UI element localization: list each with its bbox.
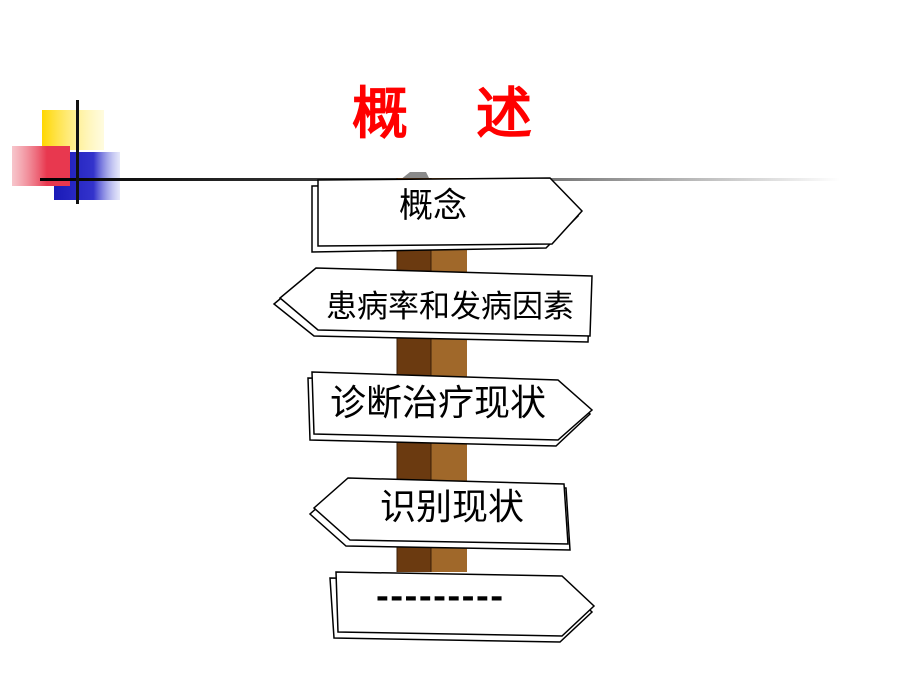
slide-title: 概 述 <box>352 82 538 147</box>
sign-label-concept: 概念 <box>399 186 467 226</box>
sign-right-2 <box>307 371 594 447</box>
sign-label-diagnosis: 诊断治疗现状 <box>329 383 546 424</box>
sign-right-0 <box>311 177 584 253</box>
sign-label-recognition: 识别现状 <box>379 487 524 528</box>
sign-right-4 <box>329 571 596 643</box>
sign-label-prevalence: 患病率和发病因素 <box>326 289 574 325</box>
sign-left-1 <box>272 267 593 343</box>
sign-label-more: --------- <box>375 577 505 615</box>
sign-left-3 <box>308 477 571 551</box>
